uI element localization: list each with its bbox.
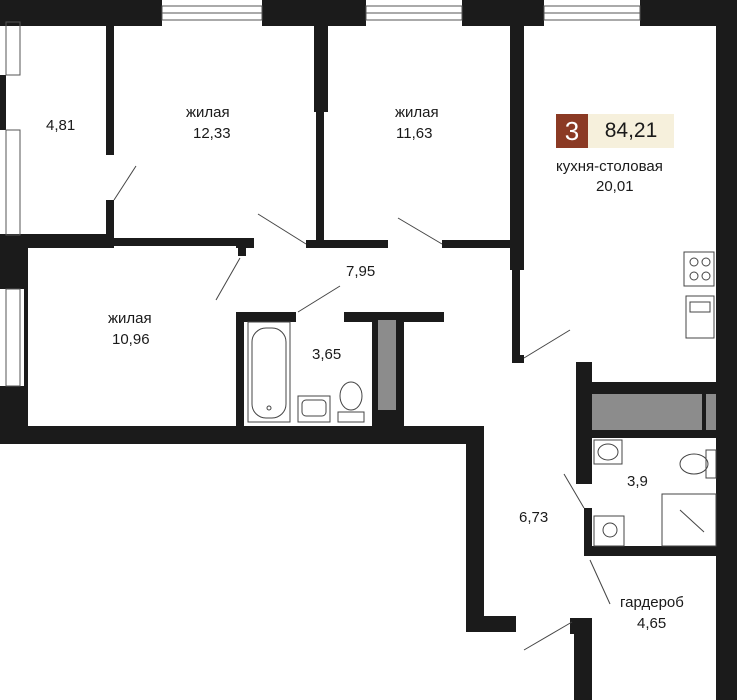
sink	[297, 395, 331, 423]
apartment-badge: 3 84,21	[556, 114, 674, 148]
toilet	[337, 381, 365, 423]
door-swings	[113, 165, 611, 651]
rooms-count: 3	[556, 114, 588, 148]
kitchen-name: кухня-столовая	[556, 158, 663, 175]
bathtub	[247, 321, 291, 423]
balcony-area: 4,81	[46, 117, 76, 134]
windows	[5, 5, 641, 387]
wc-fixtures	[593, 439, 717, 547]
kitchen-area: 20,01	[596, 178, 634, 195]
living1-name: жилая	[186, 104, 230, 121]
living2-name: жилая	[395, 104, 439, 121]
wardrobe-area: 4,65	[637, 615, 667, 632]
corridor-area: 6,73	[519, 509, 549, 526]
total-area: 84,21	[588, 114, 674, 148]
living2-area: 11,63	[396, 125, 433, 142]
living1-area: 12,33	[193, 125, 231, 142]
wc-area: 3,9	[627, 473, 648, 490]
kitchen-appliances	[683, 251, 715, 339]
bathroom-area: 3,65	[312, 346, 342, 363]
wardrobe-name: гардероб	[620, 594, 684, 611]
living3-name: жилая	[108, 310, 152, 327]
hall-area: 7,95	[346, 263, 376, 280]
living3-area: 10,96	[112, 331, 150, 348]
